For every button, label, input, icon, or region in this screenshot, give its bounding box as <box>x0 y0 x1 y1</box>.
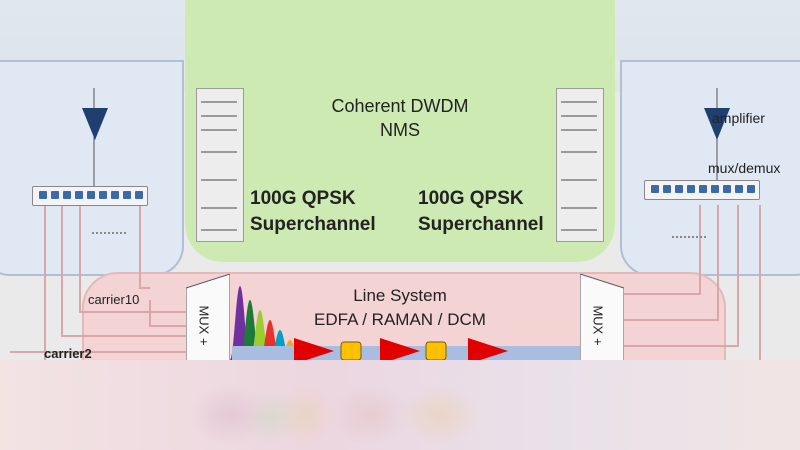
superchannel-left-line1: 100G QPSK <box>250 188 356 209</box>
mux-left-label-wrap: MUX + <box>192 305 222 345</box>
mux-right-label-wrap: MUX + <box>586 305 616 345</box>
orange-square-icon <box>425 341 447 361</box>
patch-panel-icon <box>644 180 760 200</box>
carrier10-label: carrier10 <box>88 292 140 307</box>
nms-title-line1: Coherent DWDM <box>331 96 469 116</box>
carrier2-label: carrier2 <box>44 346 92 361</box>
bottom-blur <box>0 375 800 450</box>
line-system-subtitle: EDFA / RAMAN / DCM <box>314 310 486 329</box>
triangle-down-icon <box>82 108 108 140</box>
nms-title-line2: NMS <box>380 120 420 140</box>
more-carriers-dots <box>92 232 126 234</box>
top-strip-right <box>615 0 800 60</box>
mux-demux-label: mux/demux <box>708 160 781 176</box>
top-strip-left <box>0 0 190 60</box>
patch-panel-icon <box>32 186 148 206</box>
rack-icon <box>556 88 604 242</box>
line-system-title: Line System <box>353 286 447 305</box>
triangle-down-icon <box>704 108 730 140</box>
superchannel-right-line1: 100G QPSK <box>418 188 524 209</box>
red-triangle-icon <box>468 338 508 364</box>
left-terminal-panel <box>0 60 184 276</box>
mux-left-block <box>186 274 230 374</box>
more-carriers-dots <box>672 236 706 238</box>
right-terminal-panel <box>620 60 800 276</box>
mux-right-label: MUX + <box>590 305 606 346</box>
red-triangle-icon <box>294 338 334 364</box>
orange-square-icon <box>340 341 362 361</box>
nms-panel <box>185 0 615 262</box>
mux-right-block <box>580 274 624 374</box>
red-triangle-icon <box>380 338 420 364</box>
amplifier-label: amplifier <box>712 110 765 126</box>
superchannel-left-line2: Superchannel <box>250 214 376 235</box>
mux-left-label: MUX + <box>196 305 212 346</box>
superchannel-right-line2: Superchannel <box>418 214 544 235</box>
rack-icon <box>196 88 244 242</box>
